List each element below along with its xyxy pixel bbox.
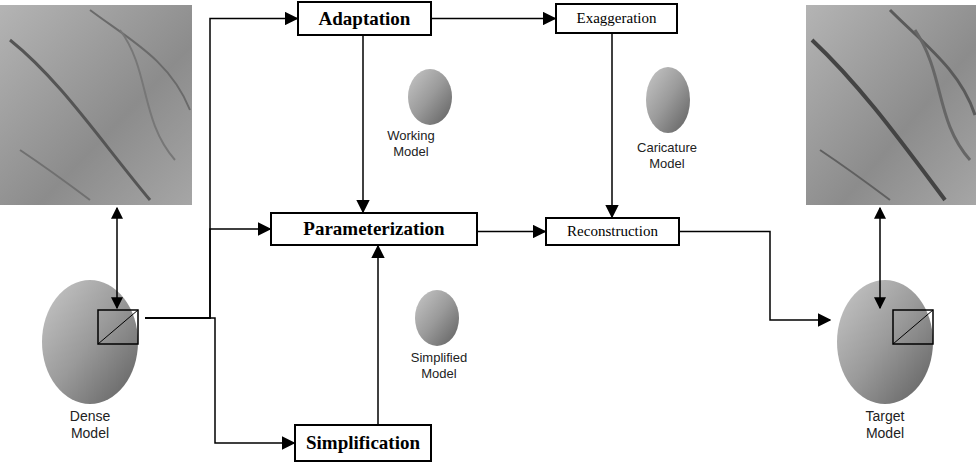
flow-arrow	[432, 18, 555, 20]
process-box: Exaggeration	[555, 3, 678, 34]
zoom-frame	[893, 310, 933, 344]
process-box: Simplification	[294, 424, 432, 462]
model-node: Target Model	[830, 282, 940, 442]
flow-arrow	[478, 231, 545, 233]
skin-fold	[820, 150, 890, 200]
face-model	[42, 280, 138, 404]
process-box: Parameterization	[270, 212, 478, 246]
skin-fold	[90, 10, 190, 110]
step-label: Parameterization	[303, 218, 444, 240]
flow-arrow	[377, 246, 379, 424]
step-label: Exaggeration	[577, 10, 657, 27]
step-label: Adaptation	[319, 8, 411, 30]
zoom-arrow	[879, 208, 881, 308]
skin-closeup	[0, 5, 192, 205]
flow-arrow	[145, 229, 270, 318]
zoom-detail-left	[0, 5, 192, 205]
face-model	[837, 280, 933, 404]
flow-arrow	[611, 34, 613, 217]
zoom-frame	[893, 310, 933, 344]
skin-closeup	[806, 5, 976, 205]
flow-arrow	[362, 36, 364, 212]
zoom-frame	[98, 310, 138, 344]
model-label: Caricature Model	[632, 140, 702, 172]
process-box: Reconstruction	[545, 217, 680, 246]
model-label: Working Model	[376, 128, 446, 160]
skin-fold	[10, 40, 150, 200]
flow-arrow	[680, 232, 830, 321]
zoom-arrow	[116, 208, 118, 308]
model-label: Simplified Model	[404, 350, 474, 382]
model-label: Target Model	[854, 408, 916, 442]
flow-arrow	[145, 19, 297, 319]
model-label: Dense Model	[59, 408, 121, 442]
step-label: Simplification	[306, 432, 420, 454]
flow-arrow	[145, 318, 294, 443]
zoom-frame	[98, 310, 138, 344]
model-node: Dense Model	[35, 282, 145, 442]
process-box: Adaptation	[297, 1, 432, 36]
face-thumbnail	[408, 69, 452, 125]
skin-fold	[20, 150, 90, 200]
face-thumbnail	[415, 290, 459, 346]
step-label: Reconstruction	[567, 223, 658, 240]
zoom-detail-right	[806, 5, 976, 205]
skin-fold	[812, 40, 945, 200]
skin-fold	[915, 30, 970, 160]
face-thumbnail	[646, 67, 690, 133]
skin-fold	[120, 30, 175, 160]
